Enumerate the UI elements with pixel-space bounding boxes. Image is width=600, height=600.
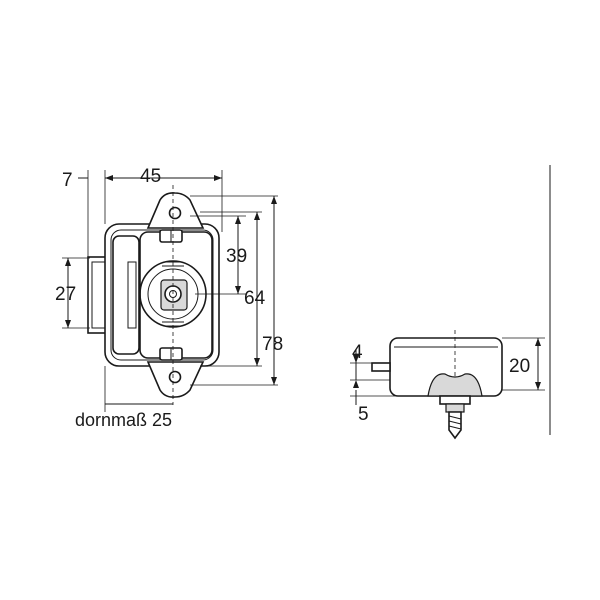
side-knob-base (439, 395, 471, 405)
arrows-27 (65, 258, 71, 328)
dim-label-5: 5 (358, 404, 369, 425)
dim-label-39: 39 (226, 246, 247, 267)
dim-label-64: 64 (244, 288, 266, 309)
dim-label-78: 78 (262, 334, 283, 355)
top-screw-hole (168, 206, 182, 220)
dim-label-7: 7 (62, 170, 73, 191)
dim-label-20: 20 (509, 356, 530, 377)
side-screw-head (445, 403, 465, 413)
dim-label-45: 45 (140, 166, 161, 187)
arrows-39 (235, 216, 241, 294)
bottom-mounting-ear (146, 361, 205, 398)
arrows-4 (353, 355, 359, 388)
side-screw-thread-lines (448, 415, 462, 430)
caption-dornmass: dornmaß 25 (75, 410, 172, 430)
front-view: 7 45 27 39 64 78 dornmaß 25 (55, 166, 283, 430)
bolt-channel (112, 235, 140, 355)
side-view: 4 20 5 (350, 330, 545, 440)
dim-label-27: 27 (55, 284, 76, 305)
side-screw-thread (448, 411, 462, 440)
bottom-screw-hole (168, 370, 182, 384)
dim-label-4: 4 (352, 342, 363, 363)
top-mounting-ear (146, 192, 205, 229)
side-latch-bolt (371, 362, 391, 372)
bolt-channel-slot (127, 261, 137, 329)
side-thumb-turn (427, 373, 483, 397)
